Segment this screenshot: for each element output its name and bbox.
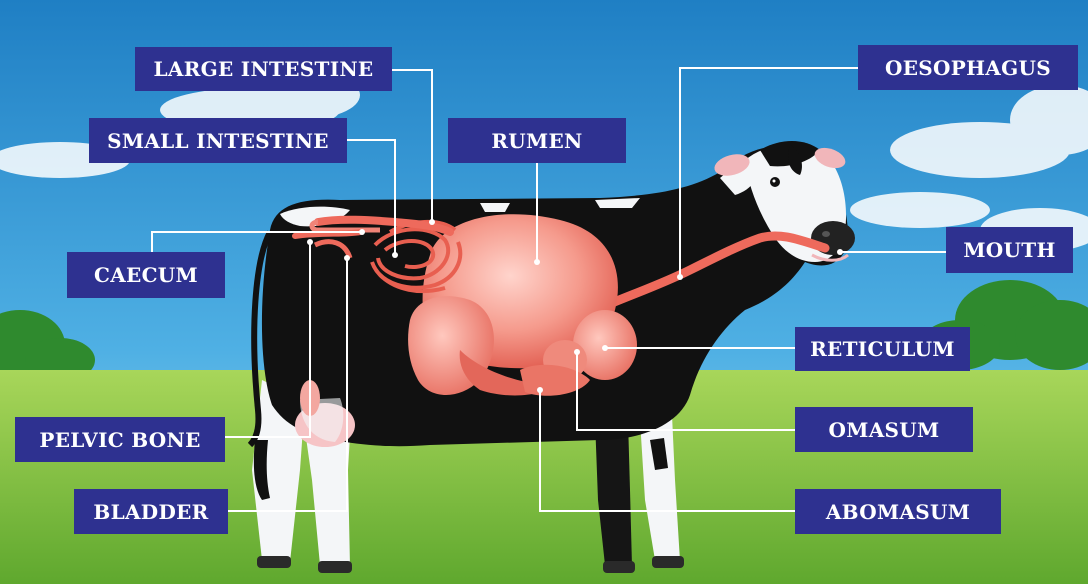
label-oesophagus: OESOPHAGUS (858, 45, 1078, 90)
label-abomasum: ABOMASUM (795, 489, 1001, 534)
label-mouth: MOUTH (946, 227, 1073, 273)
label-rumen: RUMEN (448, 118, 626, 163)
label-caecum: CAECUM (67, 252, 225, 298)
label-small-intestine: SMALL INTESTINE (89, 118, 347, 163)
label-bladder: BLADDER (74, 489, 228, 534)
label-omasum: OMASUM (795, 407, 973, 452)
label-pelvic-bone: PELVIC BONE (15, 417, 225, 462)
label-large-intestine: LARGE INTESTINE (135, 47, 392, 91)
label-reticulum: RETICULUM (795, 327, 970, 371)
